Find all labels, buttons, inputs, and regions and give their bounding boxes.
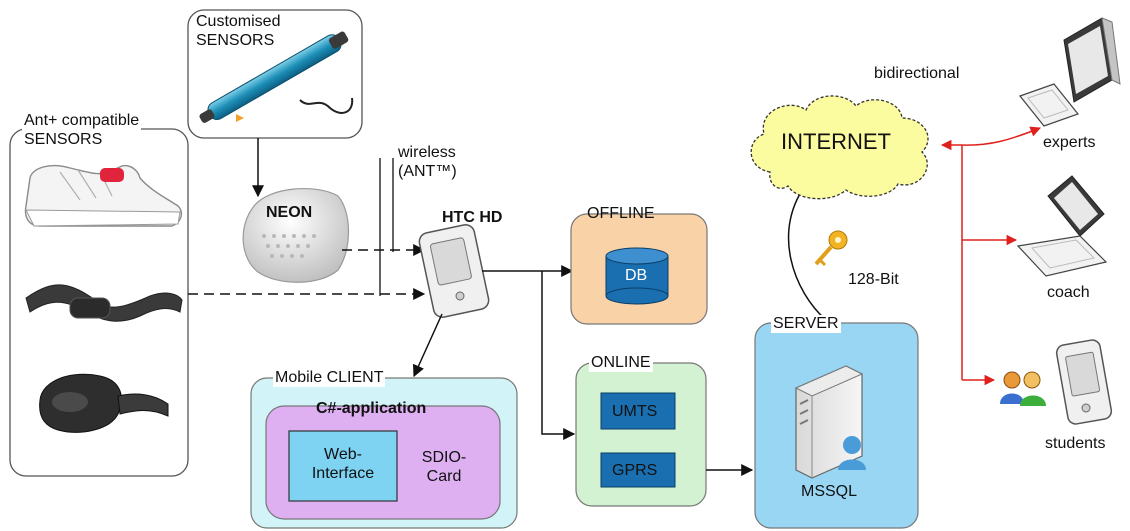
- sdio-card-label: SDIO- Card: [414, 448, 474, 486]
- sensors-title-line2: SENSORS: [24, 131, 103, 148]
- laptop-icon: [1016, 175, 1108, 277]
- gprs-box: [600, 452, 676, 488]
- offline-title: OFFLINE: [587, 205, 655, 222]
- web-interface-box: [288, 430, 398, 502]
- coach-label: coach: [1047, 284, 1090, 301]
- students-label: students: [1045, 435, 1106, 452]
- key-icon: [814, 230, 848, 267]
- server-tower-image: [794, 365, 866, 479]
- phone-to-online-arrow: [541, 271, 576, 440]
- sensors-group-title: Ant+ compatible SENSORS: [22, 111, 142, 149]
- server-db-label: MSSQL: [801, 483, 858, 500]
- phone-device-image: [418, 224, 490, 318]
- bidirectional-label: bidirectional: [874, 65, 960, 82]
- chest-strap-sensor-image: [25, 284, 183, 322]
- sdio-line2: Card: [426, 468, 462, 485]
- server-title: SERVER: [771, 315, 841, 333]
- offline-db-label: DB: [625, 267, 648, 284]
- mobile-client-title: Mobile CLIENT: [273, 369, 386, 387]
- csharp-application-label: C#-application: [316, 400, 427, 417]
- phone-label: HTC HD: [442, 209, 503, 226]
- offline-db-cylinder: [605, 247, 669, 305]
- experts-label: experts: [1043, 134, 1096, 151]
- wireless-line1: wireless: [398, 144, 456, 161]
- bidirectional-links: [940, 126, 1041, 386]
- custom-title-line2: SENSORS: [196, 32, 275, 49]
- desktop-computer-icon: [1019, 17, 1121, 127]
- shoe-sensor-image: [24, 164, 183, 227]
- umts-box: [600, 392, 676, 430]
- web-interface-line1: Web-: [324, 446, 362, 463]
- students-people-icon: [1000, 371, 1046, 406]
- sensors-title-line1: Ant+ compatible: [24, 112, 140, 129]
- neon-label: NEON: [266, 204, 313, 221]
- umts-label: UMTS: [612, 403, 658, 420]
- internet-label: INTERNET: [781, 129, 891, 154]
- student-phone-icon: [1055, 339, 1113, 425]
- internet-cloud: [750, 95, 929, 200]
- web-interface-line2: Interface: [311, 465, 375, 482]
- custom-sensors-title: Customised SENSORS: [196, 12, 280, 50]
- encryption-label: 128-Bit: [848, 271, 899, 288]
- custom-title-line1: Customised: [196, 13, 281, 30]
- gprs-label: GPRS: [612, 462, 658, 479]
- online-title: ONLINE: [589, 354, 653, 372]
- neon-device-image: [242, 187, 350, 283]
- wireless-line2-text: (ANT™): [398, 163, 457, 180]
- server-to-internet-arrow: [787, 181, 827, 321]
- web-interface-label: Web- Interface: [296, 445, 390, 483]
- custom-sensor-image: [199, 31, 354, 123]
- sdio-line1: SDIO-: [421, 449, 467, 466]
- wireless-label: wireless (ANT™): [398, 143, 457, 181]
- bike-sensor-image: [39, 373, 169, 433]
- phone-to-client-arrow: [412, 313, 443, 378]
